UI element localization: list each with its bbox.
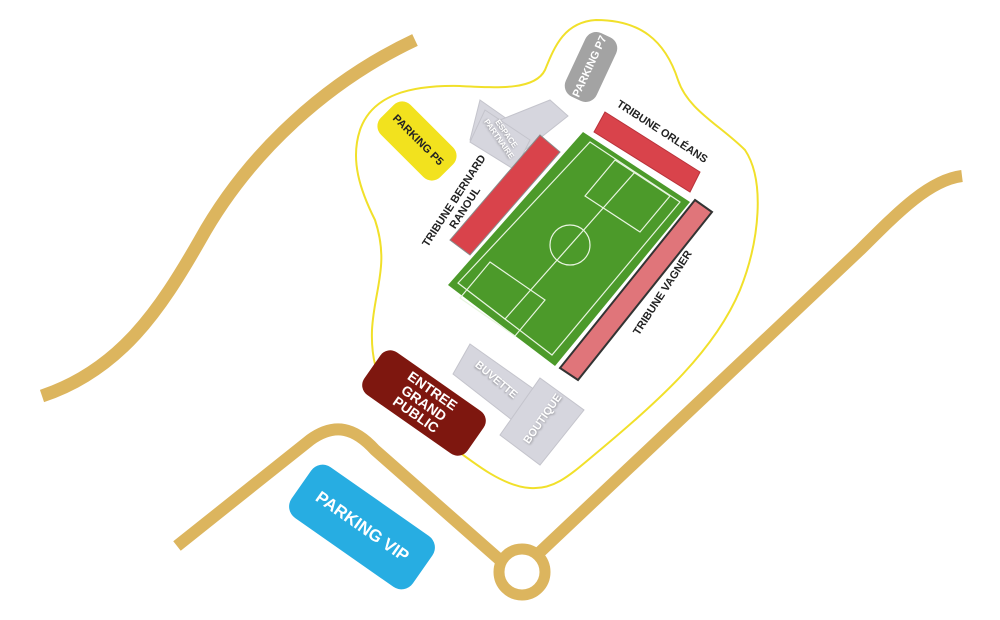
road-east — [535, 170, 964, 557]
roundabout — [493, 543, 551, 601]
espace-partnaire-building — [469, 99, 569, 171]
football-pitch — [448, 132, 690, 366]
road-south — [173, 423, 504, 565]
stand-ranoul — [449, 134, 561, 256]
stand-vagner — [558, 198, 714, 382]
stand-orleans — [593, 111, 701, 193]
road-west — [39, 34, 418, 403]
boutique-building — [499, 377, 585, 466]
